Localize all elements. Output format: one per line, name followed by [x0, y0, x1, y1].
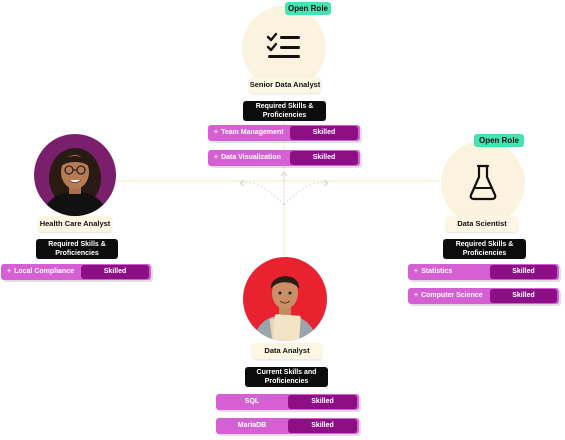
skill-row: MariaDB Skilled [216, 418, 359, 434]
skill-row: +Local Compliance Skilled [1, 264, 151, 280]
skill-name: +Local Compliance [1, 264, 74, 280]
man-avatar-illustration [253, 276, 317, 341]
skill-row: +Computer Science Skilled [408, 288, 559, 304]
open-role-badge: Open Role [285, 2, 331, 15]
senior-title: Senior Data Analyst [249, 77, 321, 93]
scientist-required-header: Required Skills & Proficiencies [443, 239, 526, 259]
skill-row: +Data Visualization Skilled [208, 150, 360, 166]
skill-name: MariaDB [237, 422, 267, 429]
checklist-icon [266, 32, 300, 58]
open-role-badge: Open Role [474, 134, 524, 147]
plus-icon: + [414, 268, 419, 275]
skill-level: Skilled [288, 395, 357, 409]
health-avatar [34, 134, 116, 216]
skill-row: SQL Skilled [216, 394, 359, 410]
skill-level: Skilled [490, 265, 557, 279]
scientist-title: Data Scientist [446, 216, 518, 232]
skill-name: +Statistics [408, 264, 452, 280]
flask-icon [469, 164, 497, 201]
skill-name: +Team Management [208, 125, 284, 141]
skill-level: Skilled [490, 289, 557, 303]
plus-icon: + [414, 292, 419, 299]
woman-avatar-illustration [42, 148, 108, 216]
skill-level: Skilled [288, 419, 357, 433]
analyst-current-header: Current Skills and Proficiencies [245, 367, 328, 387]
health-title: Health Care Analyst [38, 216, 112, 232]
plus-icon: + [214, 154, 219, 161]
health-required-header: Required Skills & Proficiencies [36, 239, 118, 259]
analyst-title: Data Analyst [252, 343, 322, 359]
senior-required-header: Required Skills & Proficiencies [243, 101, 326, 121]
skill-level: Skilled [290, 151, 358, 165]
skill-level: Skilled [81, 265, 149, 279]
plus-icon: + [7, 268, 12, 275]
analyst-avatar [243, 257, 327, 341]
skill-name: +Computer Science [408, 288, 483, 304]
skill-row: +Team Management Skilled [208, 125, 360, 141]
skill-name: +Data Visualization [208, 150, 281, 166]
skill-row: +Statistics Skilled [408, 264, 559, 280]
scientist-role-circle [441, 141, 525, 225]
skill-level: Skilled [290, 126, 358, 140]
plus-icon: + [214, 129, 219, 136]
skill-name: SQL [244, 398, 260, 405]
